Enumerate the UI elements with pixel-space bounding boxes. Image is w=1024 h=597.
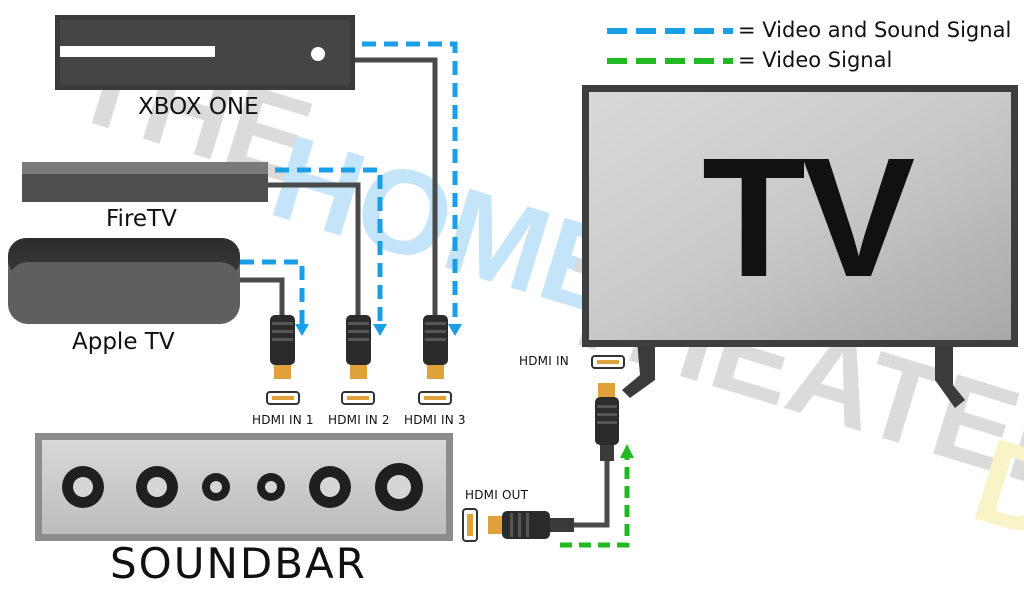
hdmi-out-label: HDMI OUT	[465, 488, 529, 502]
apple-tv-device	[8, 238, 240, 324]
soundbar-tv-cable	[574, 460, 610, 528]
apple-tv-label: Apple TV	[72, 329, 175, 355]
tv-hdmi-in-port-icon	[591, 355, 625, 369]
green-arrowhead	[620, 444, 634, 458]
soundbar-label: SOUNDBAR	[110, 539, 367, 588]
hdmi-in-2-label: HDMI IN 2	[328, 413, 390, 427]
soundbar-device	[35, 433, 453, 541]
hdmi-out-port-icon	[462, 508, 478, 542]
tv-hdmi-plug	[595, 383, 619, 461]
hdmi-plug-3	[423, 315, 448, 379]
hdmi-plug-2	[346, 315, 371, 379]
video-sound-signal-paths	[240, 41, 458, 330]
hdmi-in-1-label: HDMI IN 1	[252, 413, 314, 427]
tv-device	[582, 85, 1018, 408]
firetv-label: FireTV	[106, 206, 177, 232]
legend-video-sound-label: = Video and Sound Signal	[738, 18, 1012, 42]
video-signal-path	[560, 455, 630, 548]
xbox-one-label: XBOX ONE	[138, 94, 259, 120]
firetv-device	[22, 162, 268, 202]
tv-hdmi-in-label: HDMI IN	[519, 354, 569, 368]
source-cables	[240, 57, 438, 315]
blue-arrowheads	[295, 324, 462, 336]
xbox-one-device	[55, 15, 355, 90]
hdmi-out-plug	[488, 511, 574, 539]
legend-video-label: = Video Signal	[738, 48, 893, 72]
hdmi-plug-1	[270, 315, 295, 379]
hdmi-port-icons	[266, 391, 452, 405]
hdmi-in-3-label: HDMI IN 3	[404, 413, 466, 427]
tv-label: TV	[702, 123, 915, 313]
